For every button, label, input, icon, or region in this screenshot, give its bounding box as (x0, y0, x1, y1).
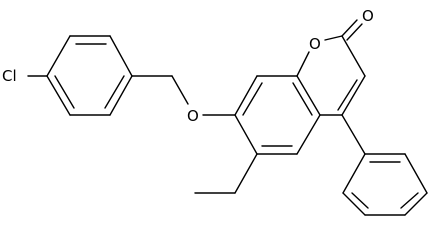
bond-c3-c4 (341, 75, 366, 116)
ring-oxygen-label: O (309, 35, 321, 53)
bond-c2-c3 (341, 35, 366, 77)
phenyl-ring (342, 153, 428, 216)
benzo-ring (234, 75, 321, 155)
carbonyl-oxygen-label: O (362, 7, 374, 25)
carbonyl-bond-second (346, 23, 363, 41)
double-bond-inner (337, 79, 358, 111)
ether-oxygen-label: O (187, 107, 199, 125)
bond (46, 75, 71, 116)
carbonyl-bond (341, 19, 358, 37)
bond (404, 192, 428, 216)
bond (46, 35, 71, 77)
bond (234, 114, 258, 155)
bond-c8a-o1 (296, 51, 310, 77)
double-bond-inner (351, 192, 369, 209)
bond (109, 35, 133, 77)
structure-canvas: Cl O O O (2, 7, 428, 216)
bond (109, 75, 133, 116)
bond (342, 192, 366, 216)
bond-o1-c2 (324, 35, 343, 41)
bond (404, 153, 428, 194)
bond-ring-ch2-ethyl (234, 153, 258, 194)
double-bond-inner (292, 82, 313, 116)
bond (342, 153, 366, 194)
chlorophenyl-ring (46, 35, 133, 116)
double-bond-inner (104, 75, 125, 109)
bond (296, 75, 321, 116)
bond-c4-phenyl (341, 114, 366, 155)
double-bond-inner (242, 82, 263, 116)
chlorine-label: Cl (2, 67, 17, 85)
bond (234, 75, 258, 116)
pyrone-ring: O (296, 35, 366, 116)
double-bond-inner (54, 75, 75, 109)
bond (296, 114, 321, 155)
molecule-drawing: Cl O O O (2, 7, 428, 216)
bond-ch2-o (171, 75, 189, 105)
double-bond-inner (400, 192, 419, 209)
